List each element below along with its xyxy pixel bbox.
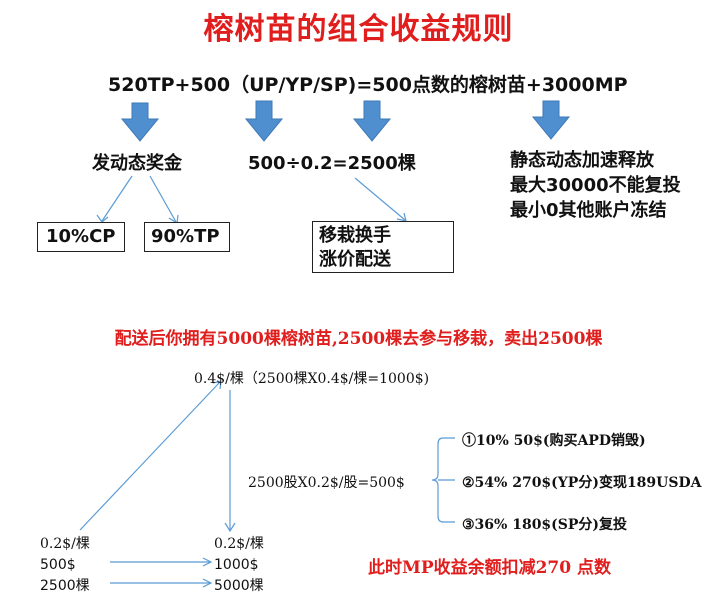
tp-box: 90%TP: [144, 222, 230, 252]
mp-balance-note: 此时MP收益余额扣减270 点数: [368, 558, 612, 578]
static-release-text: 静态动态加速释放 最大30000不能复投 最小0其他账户冻结: [510, 148, 681, 223]
cp-box: 10%CP: [37, 222, 125, 252]
left-price: 0.2$/棵: [40, 536, 90, 552]
transplant-box: 移栽换手 涨价配送: [312, 221, 454, 273]
static-line-3: 最小0其他账户冻结: [510, 200, 667, 221]
branch-2: ②54% 270$(YP分)变现189USDA: [462, 475, 702, 491]
right-price: 0.2$/棵: [214, 536, 264, 552]
top-price-label: 0.4$/棵（2500棵X0.4$/棵=1000$): [194, 371, 430, 387]
after-distribution-note: 配送后你拥有5000棵榕树苗,2500棵去参与移栽，卖出2500棵: [114, 329, 603, 349]
static-line-1: 静态动态加速释放: [510, 150, 654, 171]
dynamic-bonus-label: 发动态奖金: [92, 153, 182, 174]
left-amount: 500$: [40, 557, 76, 573]
right-amount: 1000$: [214, 557, 259, 573]
left-count: 2500棵: [40, 578, 90, 594]
transplant-line-1: 移栽换手: [319, 225, 391, 246]
right-count: 5000棵: [214, 578, 264, 594]
branch-3: ③36% 180$(SP分)复投: [462, 517, 628, 533]
down-arrow-icon: [120, 102, 160, 142]
left-block: 0.2$/棵 500$ 2500棵: [40, 534, 90, 597]
branch-1: ①10% 50$(购买APD销毁): [462, 433, 646, 449]
formula: 520TP+500（UP/YP/SP)=500点数的榕树苗+3000MP: [108, 74, 628, 96]
transplant-line-2: 涨价配送: [319, 249, 391, 270]
down-arrow-icon: [244, 100, 284, 142]
static-line-2: 最大30000不能复投: [510, 175, 681, 196]
page-title: 榕树苗的组合收益规则: [203, 12, 514, 47]
down-arrow-icon: [531, 100, 571, 140]
shares-label: 2500股X0.2$/股=500$: [248, 475, 405, 491]
division-label: 500÷0.2=2500棵: [248, 153, 416, 174]
right-block: 0.2$/棵 1000$ 5000棵: [214, 534, 264, 597]
down-arrow-icon: [352, 100, 392, 142]
